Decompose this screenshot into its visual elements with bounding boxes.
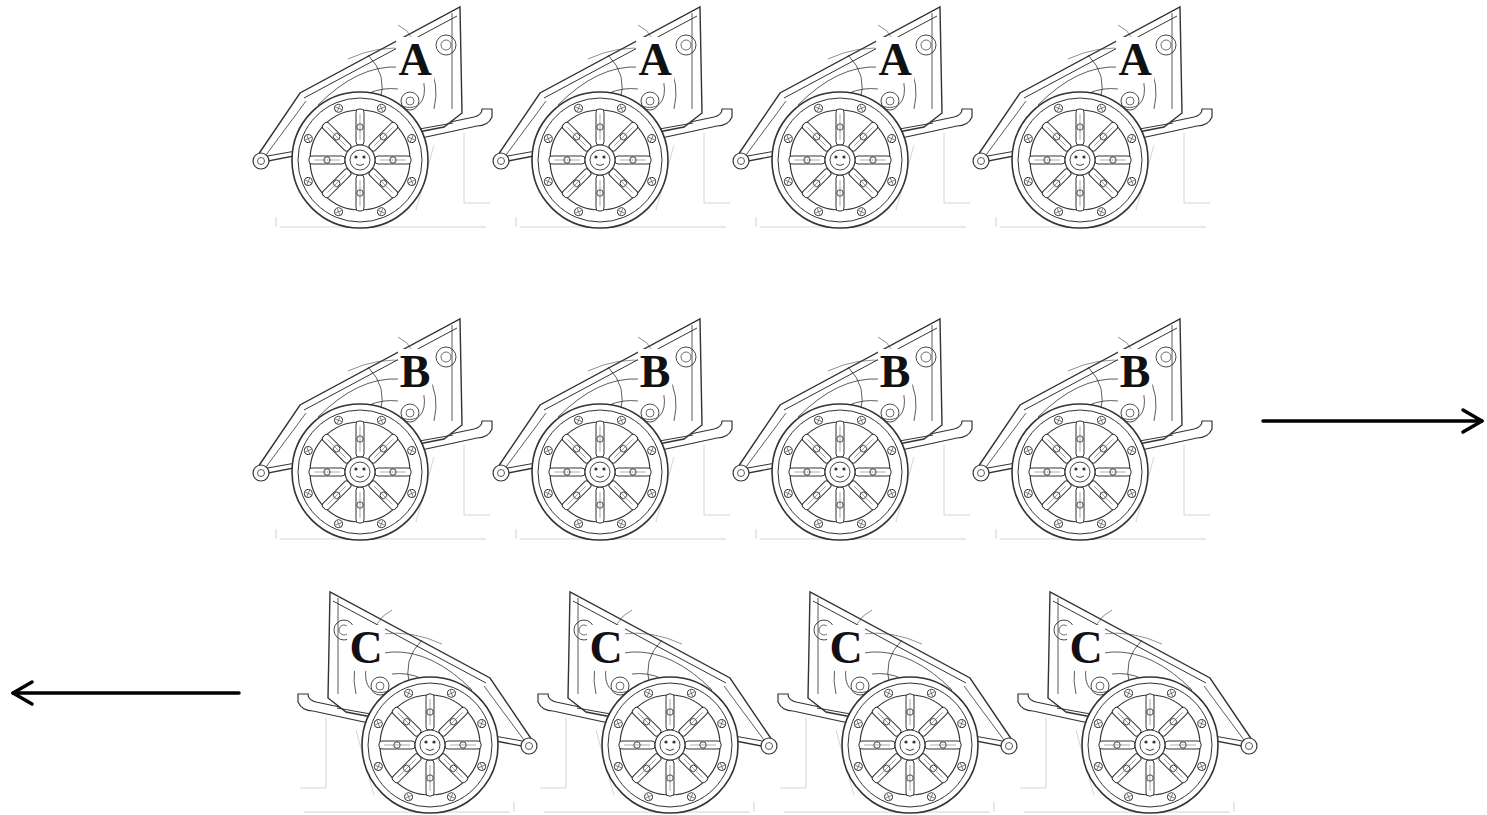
chariot-letter: B — [1118, 349, 1153, 395]
chariot — [973, 7, 1212, 228]
chariot-letter: C — [347, 625, 384, 671]
chariot — [493, 319, 732, 540]
chariot — [733, 319, 972, 540]
chariot — [253, 319, 492, 540]
chariot-letter: C — [587, 625, 624, 671]
chariot-letter: B — [878, 349, 913, 395]
chariot — [493, 7, 732, 228]
chariot-letter: A — [876, 37, 913, 83]
chariot — [1018, 592, 1257, 813]
chariot-letter: B — [638, 349, 673, 395]
chariot-letter: C — [827, 625, 864, 671]
chariot — [253, 7, 492, 228]
chariot-letter: A — [636, 37, 673, 83]
chariot — [778, 592, 1017, 813]
chariot-letter: A — [396, 37, 433, 83]
chariot — [973, 319, 1212, 540]
chariot-letter: C — [1067, 625, 1104, 671]
chariot-letter: B — [398, 349, 433, 395]
direction-arrow — [13, 682, 239, 704]
chariot — [538, 592, 777, 813]
chariot — [733, 7, 972, 228]
chariot-letter: A — [1116, 37, 1153, 83]
direction-arrow — [1263, 410, 1482, 432]
chariot — [298, 592, 537, 813]
